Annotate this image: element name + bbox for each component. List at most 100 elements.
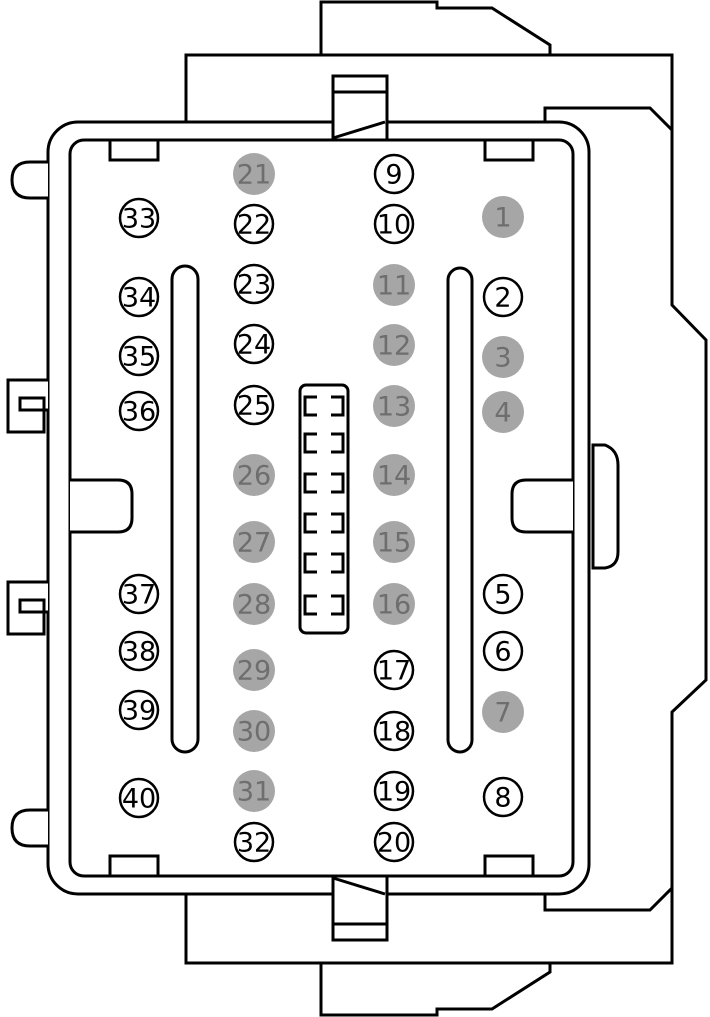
pin-number-label: 11 [377,271,411,302]
block-cell [331,512,345,534]
pin-filled-marker [233,649,275,691]
pin-38: 38 [118,630,160,672]
pin-filled-marker [482,336,524,378]
pin-open-marker [118,689,160,731]
pin-open-marker [482,776,524,818]
pin-open-marker [233,203,275,245]
pin-number-label: 19 [377,777,411,808]
pin-number-label: 34 [122,283,156,314]
pin-open-marker [373,153,415,195]
pin-number-label: 2 [494,283,511,314]
pin-filled-marker [373,385,415,427]
pin-6: 6 [482,630,524,672]
pin-number-label: 33 [122,204,156,235]
pin-28: 28 [233,583,275,625]
pin-25: 25 [233,384,275,426]
pin-10: 10 [373,203,415,245]
pin-23: 23 [233,263,275,305]
pin-number-label: 25 [237,391,271,422]
pin-filled-marker [482,391,524,433]
pin-open-marker [373,203,415,245]
pin-19: 19 [373,770,415,812]
pin-open-marker [482,630,524,672]
pin-number-label: 20 [377,828,411,859]
pin-open-marker [118,573,160,615]
pin-number-label: 16 [377,590,411,621]
block-cell [303,552,317,574]
pin-number-label: 12 [377,331,411,362]
pin-number-label: 14 [377,461,411,492]
pin-number-label: 13 [377,392,411,423]
center-block-cells [303,395,345,616]
pin-31: 31 [233,770,275,812]
pin-1: 1 [482,196,524,238]
pin-filled-marker [373,583,415,625]
pin-number-label: 40 [122,784,156,815]
pin-open-marker [373,821,415,863]
pin-5: 5 [482,573,524,615]
pin-33: 33 [118,197,160,239]
pin-9: 9 [373,153,415,195]
pin-7: 7 [482,691,524,733]
block-cell [331,594,345,616]
pin-20: 20 [373,821,415,863]
block-cell [303,512,317,534]
pin-34: 34 [118,276,160,318]
pin-number-label: 35 [122,342,156,373]
pin-filled-marker [373,264,415,306]
pin-18: 18 [373,710,415,752]
pin-number-label: 30 [237,717,271,748]
pin-number-label: 21 [237,160,271,191]
pin-8: 8 [482,776,524,818]
pin-number-label: 36 [122,397,156,428]
pin-open-marker [373,710,415,752]
pin-number-label: 9 [385,160,402,191]
pin-filled-marker [233,454,275,496]
pin-number-label: 22 [237,210,271,241]
pin-number-label: 37 [122,580,156,611]
pin-3: 3 [482,336,524,378]
pin-cavities: 1234567891011121314151617181920212223242… [118,153,524,863]
pin-13: 13 [373,385,415,427]
pin-filled-marker [233,770,275,812]
pin-number-label: 8 [494,783,511,814]
pin-filled-marker [233,521,275,563]
block-cell [303,472,317,494]
block-cell [331,472,345,494]
pin-30: 30 [233,710,275,752]
block-cell [303,432,317,454]
pin-number-label: 7 [494,698,511,729]
pin-22: 22 [233,203,275,245]
pin-number-label: 32 [237,828,271,859]
pin-open-marker [233,263,275,305]
pin-number-label: 39 [122,696,156,727]
block-cell [303,395,317,417]
pin-number-label: 3 [494,343,511,374]
pin-number-label: 27 [237,528,271,559]
pin-open-marker [118,777,160,819]
pin-open-marker [118,335,160,377]
pin-15: 15 [373,521,415,563]
pin-27: 27 [233,521,275,563]
pin-open-marker [233,384,275,426]
block-cell [331,395,345,417]
connector-front-frame [6,74,591,942]
pin-number-label: 5 [494,580,511,611]
pin-open-marker [118,630,160,672]
pin-open-marker [118,197,160,239]
block-cell [303,594,317,616]
pin-open-marker [482,276,524,318]
pin-number-label: 38 [122,637,156,668]
pin-39: 39 [118,689,160,731]
pin-36: 36 [118,390,160,432]
pin-24: 24 [233,323,275,365]
pin-21: 21 [233,153,275,195]
pin-number-label: 24 [237,330,271,361]
pin-filled-marker [233,153,275,195]
pin-number-label: 18 [377,717,411,748]
pin-11: 11 [373,264,415,306]
pin-37: 37 [118,573,160,615]
pin-29: 29 [233,649,275,691]
block-cell [331,552,345,574]
pin-number-label: 23 [237,270,271,301]
